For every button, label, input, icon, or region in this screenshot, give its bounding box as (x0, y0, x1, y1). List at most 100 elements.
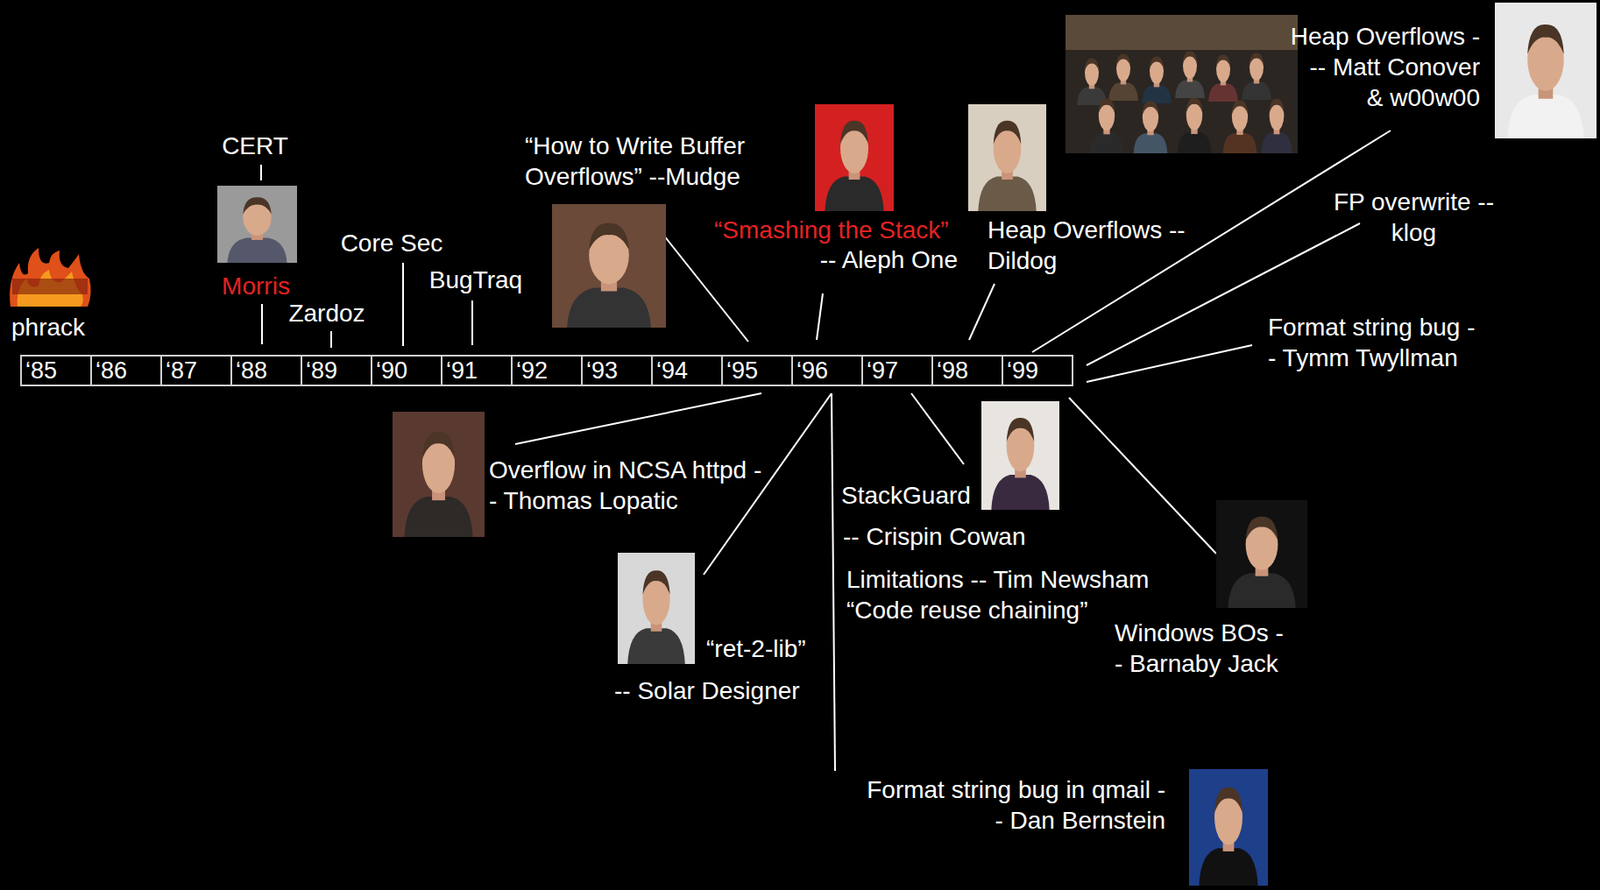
year-label: ‘89 (302, 356, 371, 385)
timeline-label: -- Solar Designer (614, 675, 800, 707)
year-cell: ‘99 (1001, 354, 1074, 387)
year-cell: ‘87 (160, 354, 233, 387)
year-cell: ‘94 (651, 354, 723, 387)
year-cell: ‘89 (300, 354, 373, 387)
photo-wall (1065, 14, 1298, 50)
group-photo (1065, 14, 1298, 154)
leader-line (471, 300, 474, 346)
year-cell: ‘91 (440, 354, 513, 387)
logo-band (12, 278, 88, 295)
year-label: ‘87 (162, 356, 231, 385)
person (824, 120, 884, 212)
person (991, 417, 1049, 510)
year-cell: ‘86 (90, 354, 163, 387)
year-cell: ‘85 (20, 354, 93, 387)
leader-line (1086, 223, 1360, 366)
person (1241, 53, 1272, 100)
photo-ground (814, 104, 894, 212)
portrait (392, 411, 485, 538)
year-cell: ‘88 (230, 354, 303, 387)
person (1227, 516, 1296, 609)
year-label: ‘99 (1003, 356, 1072, 385)
portrait (1494, 2, 1597, 139)
year-cell: ‘93 (580, 354, 653, 387)
year-label: ‘88 (232, 356, 301, 385)
leader-line (1086, 345, 1253, 383)
person (1507, 24, 1584, 139)
person (1208, 55, 1239, 102)
year-label: ‘91 (442, 356, 511, 385)
person (1198, 787, 1258, 886)
photo-ground (217, 185, 298, 263)
timeline-label: Zardoz (288, 297, 365, 329)
photo-ground (392, 411, 485, 538)
person (403, 431, 473, 538)
person (1076, 58, 1107, 106)
timeline-label: -- Aleph One (820, 244, 958, 276)
person (627, 570, 686, 665)
portrait (617, 552, 695, 665)
photo-ground (1494, 2, 1597, 139)
year-cell: ‘97 (861, 354, 934, 387)
photo-ground (1216, 500, 1308, 609)
timeline-label: “Smashing the Stack” (714, 214, 949, 246)
leader-line (831, 393, 836, 772)
leader-line (911, 393, 964, 465)
timeline-label: Limitations -- Tim Newsham “Code reuse c… (846, 564, 1167, 626)
timeline-label: phrack (11, 311, 85, 343)
leader-line (969, 283, 995, 340)
photo-ground (1065, 14, 1298, 154)
leader-lines (261, 130, 1391, 772)
person (1223, 99, 1258, 154)
photo-ground (968, 104, 1047, 212)
portrait (552, 204, 666, 328)
portrait (217, 185, 298, 263)
year-label: ‘85 (21, 356, 91, 385)
year-cell: ‘98 (931, 354, 1004, 387)
leader-line (1069, 397, 1217, 554)
portrait (968, 104, 1047, 212)
photo-ground (1189, 769, 1268, 886)
timeline-label: -- Crispin Cowan (842, 521, 1027, 553)
leader-line (260, 164, 262, 181)
portrait (981, 401, 1060, 510)
photo-ground (552, 204, 666, 328)
leader-line (515, 393, 762, 445)
year-label: ‘86 (92, 356, 161, 385)
year-cell: ‘90 (370, 354, 443, 387)
year-cell: ‘92 (510, 354, 583, 387)
timeline-label: Format string bug in qmail -- Dan Bernst… (860, 774, 1166, 836)
portrait (1189, 769, 1268, 886)
portrait (1216, 500, 1308, 609)
timeline-label: “How to Write Buffer Overflows” --Mudge (524, 130, 788, 192)
person (1133, 100, 1169, 154)
portrait (814, 104, 894, 212)
timeline-label: StackGuard (841, 480, 971, 511)
leader-line (261, 304, 263, 345)
timeline-label: Heap Overflows --- Matt Conover & w00w00 (1280, 21, 1480, 114)
person (1260, 99, 1292, 154)
person (1090, 99, 1125, 154)
year-label: ‘94 (652, 356, 722, 385)
photo-ground (617, 552, 695, 665)
timeline-label: FP overwrite --klog (1332, 186, 1495, 248)
leader-line (703, 393, 832, 575)
flame (9, 247, 91, 307)
timeline-label: Core Sec (340, 227, 444, 259)
year-label: ‘97 (863, 356, 932, 385)
timeline-label: Windows BOs -- Barnaby Jack (1114, 617, 1303, 680)
timeline-label: Morris (221, 270, 291, 302)
year-cell: ‘95 (721, 354, 793, 387)
person (1141, 56, 1172, 104)
year-label: ‘96 (792, 356, 862, 385)
timeline-label: Overflow in NCSA httpd -- Thomas Lopatic (488, 454, 770, 517)
leader-line (402, 262, 404, 347)
leader-line (330, 331, 333, 348)
timeline-label: “ret-2-lib” (706, 633, 807, 665)
year-label: ‘95 (722, 356, 792, 385)
phrack-logo (9, 247, 91, 307)
year-label: ‘92 (512, 356, 581, 385)
person (566, 223, 652, 328)
timeline-label: Format string bug -- Tymm Twyllman (1267, 311, 1505, 374)
